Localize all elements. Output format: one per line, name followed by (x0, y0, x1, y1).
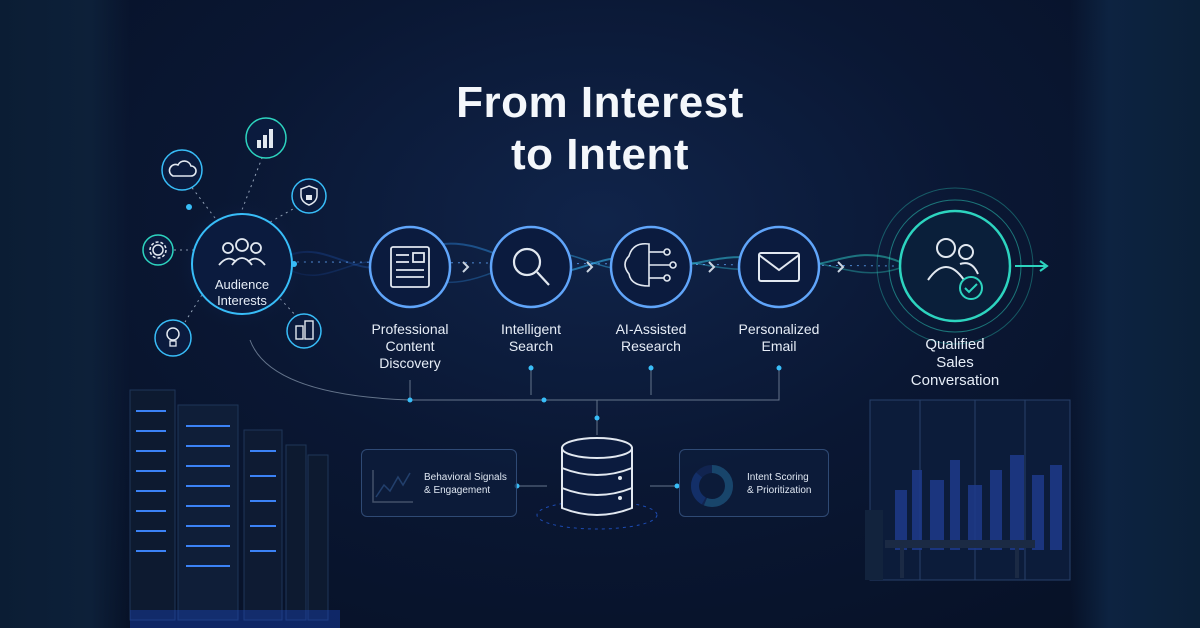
intent-scoring-label: Intent Scoring & Prioritization (747, 472, 812, 496)
brain-circuit-icon (624, 242, 677, 287)
audience-hub (174, 196, 310, 332)
server-racks-illustration (129, 389, 340, 628)
behavioral-signals-card: Behavioral Signals & Engagement (361, 449, 517, 517)
gear-icon (142, 234, 174, 266)
step-label-content-discovery: Professional Content Discovery (371, 321, 449, 371)
step-ai-research (609, 225, 693, 309)
users-check-icon (927, 238, 983, 300)
title-line-1: From Interest (456, 78, 744, 127)
document-icon (390, 246, 430, 288)
right-background-panel (1070, 0, 1200, 628)
people-icon (218, 238, 266, 266)
bar-chart-icon (245, 117, 287, 159)
step-label-personalized-email: Personalized Email (738, 321, 820, 354)
title-line-2: to Intent (510, 130, 689, 179)
envelope-icon (758, 252, 800, 282)
cloud-icon (161, 149, 203, 191)
final-label: Qualified Sales Conversation (910, 336, 1000, 389)
hub-label: Audience Interests (214, 277, 270, 308)
behavioral-signals-label: Behavioral Signals & Engagement (424, 472, 507, 496)
lightbulb-icon (154, 319, 192, 357)
step-label-intelligent-search: Intelligent Search (501, 321, 561, 354)
database-icon (536, 437, 658, 530)
search-icon (512, 247, 550, 286)
intent-scoring-card: Intent Scoring & Prioritization (679, 449, 829, 517)
office-window-illustration (865, 399, 1071, 581)
qualified-conversation-node (876, 187, 1034, 345)
flow-arrows (462, 261, 845, 273)
step-personalized-email (737, 225, 821, 309)
shield-lock-icon (291, 178, 327, 214)
step-label-ai-research: AI-Assisted Research (615, 321, 687, 354)
buildings-icon (286, 313, 322, 349)
step-intelligent-search (489, 225, 573, 309)
step-content-discovery (368, 225, 452, 309)
left-background-panel (0, 0, 130, 628)
